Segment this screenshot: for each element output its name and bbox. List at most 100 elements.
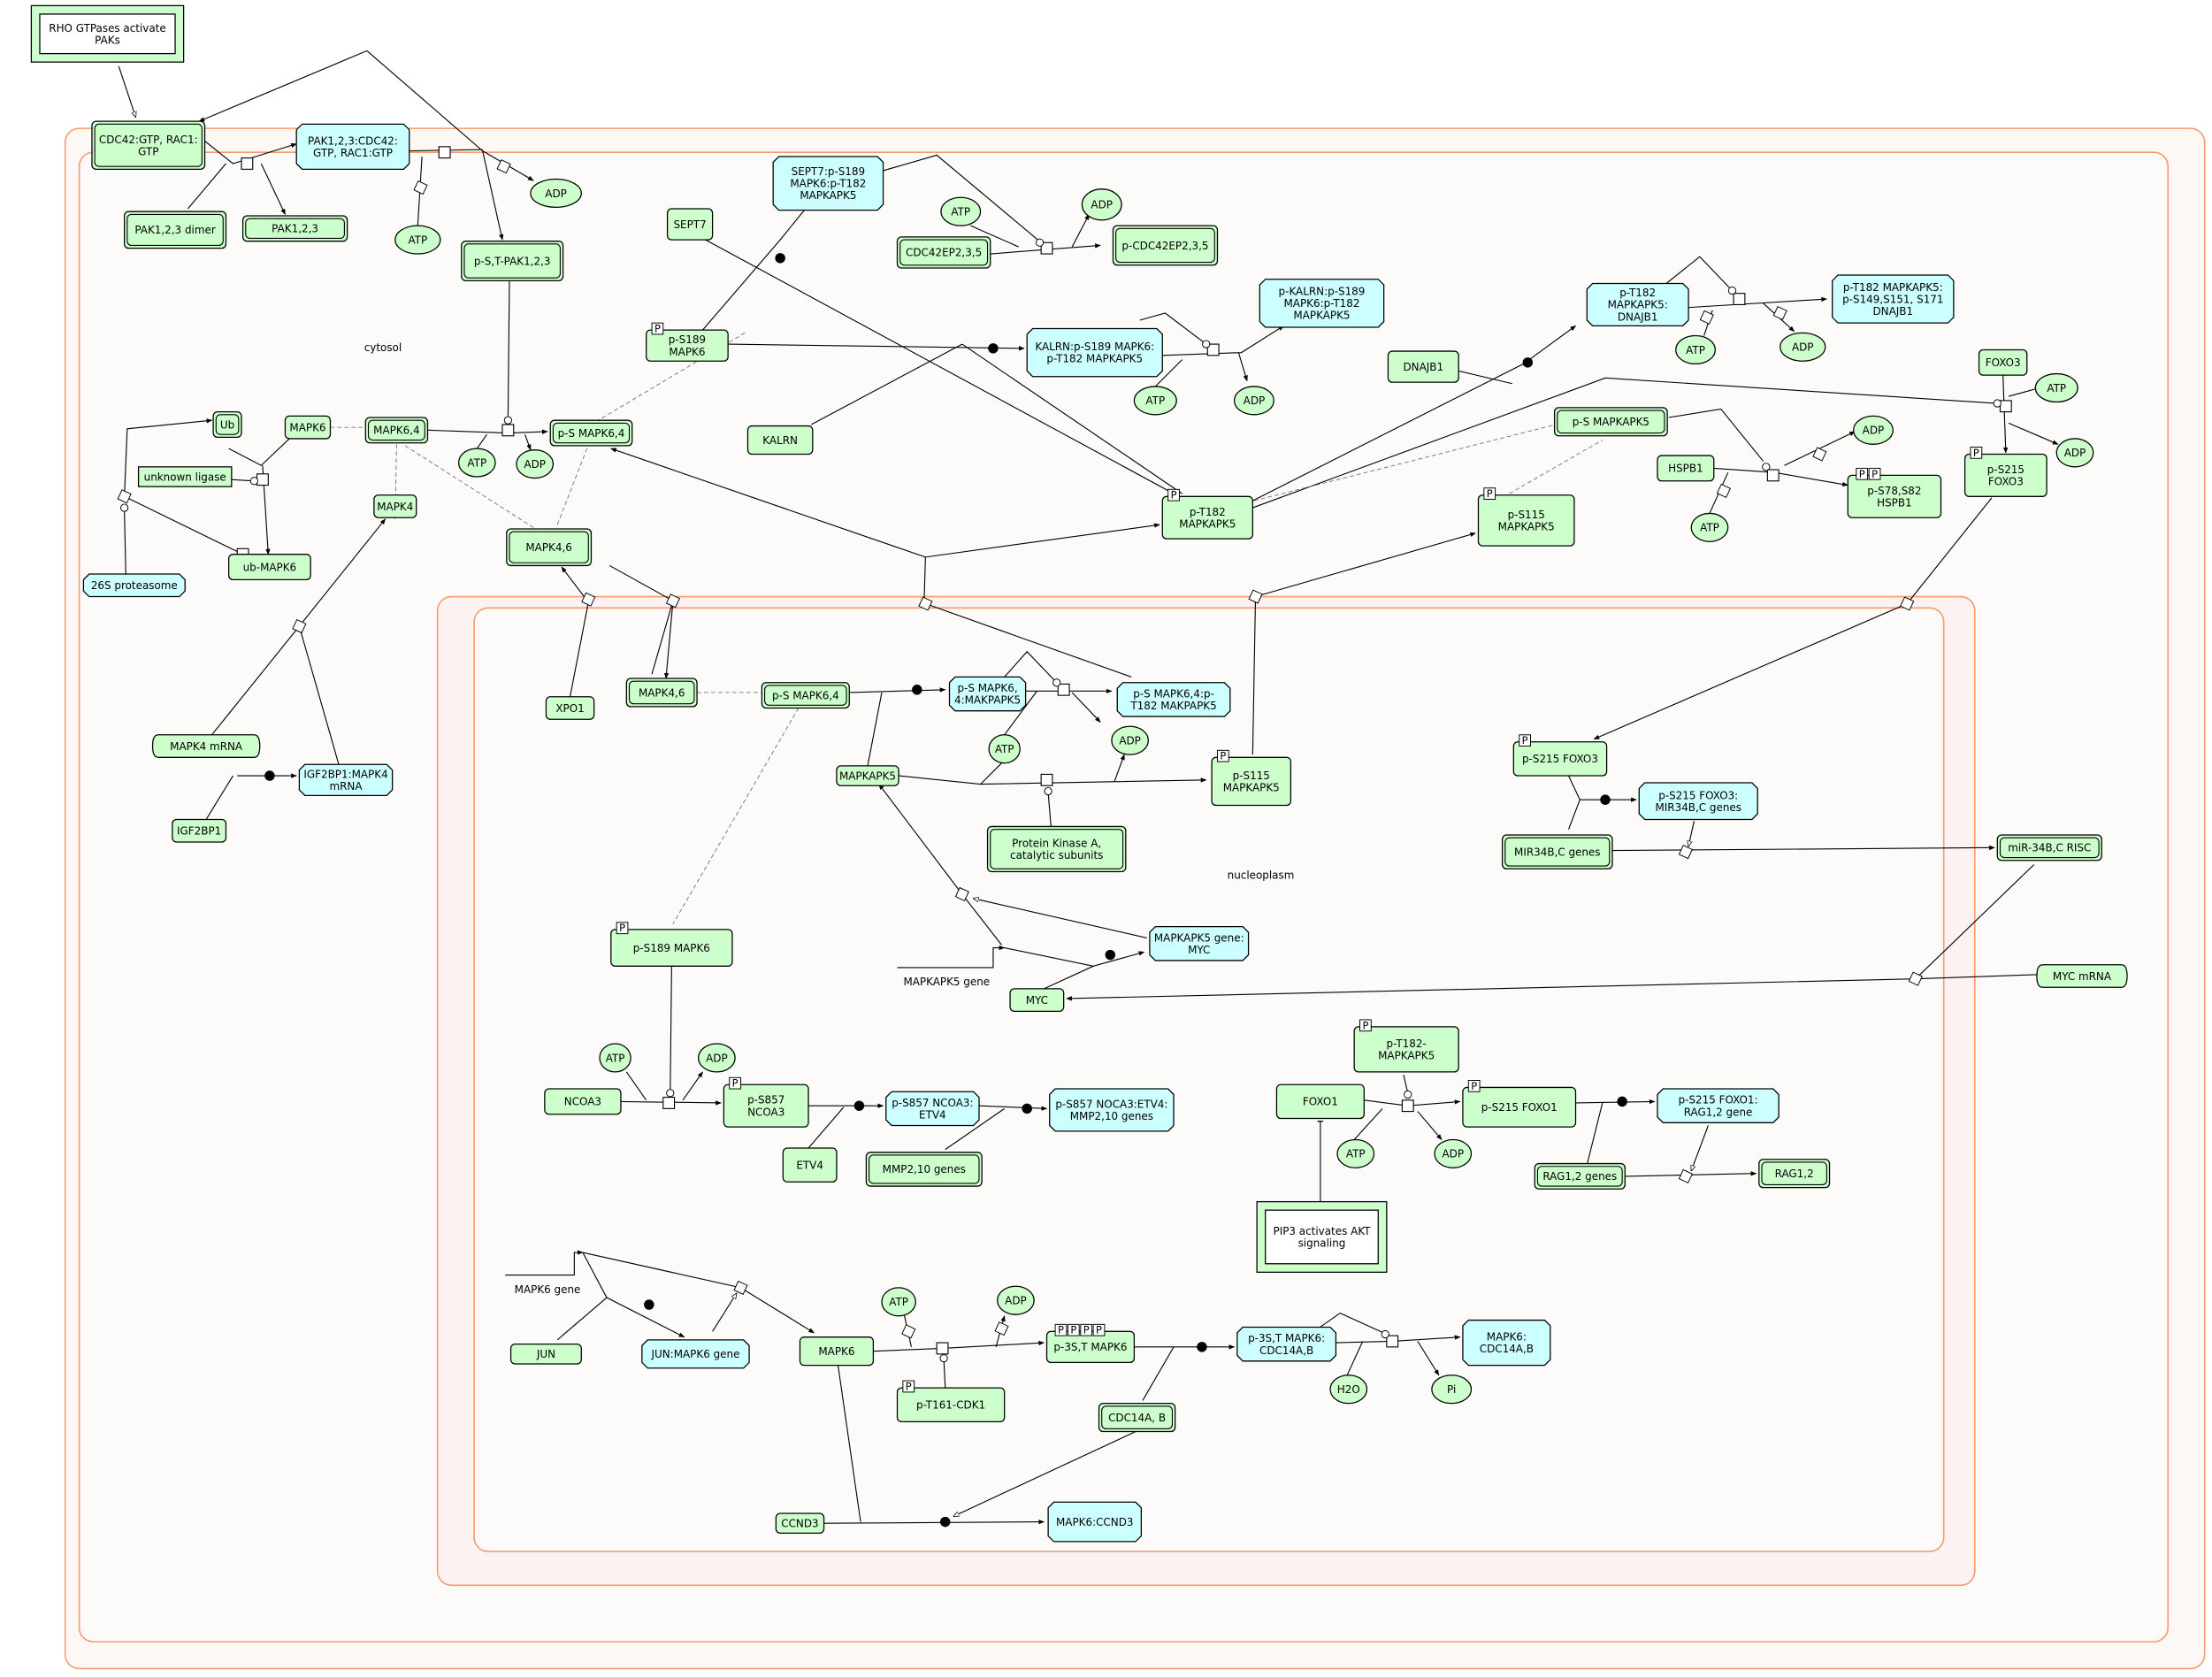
transition-node[interactable] (117, 489, 132, 504)
transition-node[interactable] (1716, 483, 1731, 498)
binding-reaction-node[interactable] (644, 1299, 654, 1310)
node-atp3[interactable]: ATP (1133, 386, 1177, 416)
node-myc-mrna[interactable]: MYC mRNA (2036, 964, 2128, 988)
node-adp6[interactable]: ADP (2055, 438, 2094, 468)
node-atp10[interactable]: ATP (1336, 1138, 1375, 1168)
node-atp8[interactable]: ATP (988, 734, 1021, 764)
transition-node[interactable] (918, 596, 933, 611)
binding-reaction-node[interactable] (1105, 949, 1116, 961)
node-ccnd3[interactable]: CCND3 (775, 1512, 825, 1534)
transition-node[interactable] (496, 159, 511, 174)
transition-node[interactable] (413, 180, 428, 195)
node-adp4[interactable]: ADP (516, 449, 555, 479)
node-mmp[interactable]: MMP2,10 genes (865, 1152, 983, 1187)
node-kalrn-cplx[interactable]: KALRN:p-S189 MAPK6:p-T182 MAPKAPK5 (1026, 327, 1163, 378)
node-rag12[interactable]: RAG1,2 (1758, 1159, 1831, 1189)
reaction-node[interactable] (662, 1097, 676, 1109)
node-ps189-mapk6-n[interactable]: Pp-S189 MAPK6 (610, 922, 733, 967)
reaction-node[interactable] (501, 424, 515, 437)
binding-reaction-node[interactable] (1522, 357, 1534, 368)
node-mapkapk5[interactable]: MAPKAPK5 (836, 765, 899, 786)
reaction-node[interactable] (1999, 400, 2012, 413)
reaction-node[interactable] (1057, 683, 1070, 696)
reaction-node[interactable] (438, 146, 451, 159)
node-ps215-foxo1[interactable]: Pp-S215 FOXO1 (1462, 1080, 1577, 1128)
node-cdc42ep[interactable]: CDC42EP2,3,5 (896, 236, 991, 269)
transition-node[interactable] (1678, 1168, 1693, 1183)
node-adp3[interactable]: ADP (1233, 386, 1274, 416)
reaction-node[interactable] (936, 1342, 949, 1355)
node-kalrn[interactable]: KALRN (746, 425, 814, 456)
binding-reaction-node[interactable] (939, 1516, 951, 1528)
reaction-node[interactable] (256, 473, 269, 486)
node-hspb1[interactable]: HSPB1 (1657, 455, 1715, 482)
node-p3st-cdc14[interactable]: p-3S,T MAPK6:CDC14A,B (1236, 1326, 1337, 1362)
node-adp7[interactable]: ADP (1853, 415, 1894, 445)
node-ps-mapk64[interactable]: p-S MAPK6,4 (549, 419, 633, 447)
transition-node[interactable] (1908, 971, 1923, 986)
binding-reaction-node[interactable] (853, 1100, 865, 1111)
node-ub-mapk6[interactable]: ub-MAPK6 (228, 554, 311, 581)
node-mapkapk5-gene[interactable]: MAPKAPK5 gene (903, 976, 990, 988)
node-atp7[interactable]: ATP (1690, 512, 1729, 542)
node-jun[interactable]: JUN (509, 1344, 582, 1365)
binding-reaction-node[interactable] (912, 685, 922, 695)
transition-node[interactable] (733, 1280, 748, 1295)
node-ps857-mmp[interactable]: p-S857 NOCA3:ETV4:MMP2,10 genes (1049, 1088, 1175, 1132)
node-pak-dimer[interactable]: PAK1,2,3 dimer (124, 211, 227, 249)
reaction-node[interactable] (1386, 1335, 1399, 1348)
reaction-node[interactable] (1206, 343, 1220, 356)
node-etv4[interactable]: ETV4 (782, 1147, 838, 1183)
node-adp10[interactable]: ADP (1434, 1138, 1473, 1168)
node-mapk4[interactable]: MAPK4 (373, 494, 417, 518)
node-pcdc42ep[interactable]: p-CDC42EP2,3,5 (1112, 225, 1219, 266)
binding-reaction-node[interactable] (1617, 1096, 1627, 1107)
node-atp1[interactable]: ATP (394, 225, 441, 255)
reaction-node[interactable] (1766, 469, 1780, 482)
node-xpo1[interactable]: XPO1 (545, 696, 595, 720)
node-atp2[interactable]: ATP (940, 196, 982, 226)
node-mapk6-cdc14[interactable]: MAPK6:CDC14A,B (1462, 1319, 1551, 1367)
transition-node[interactable] (994, 1321, 1009, 1336)
transition-node[interactable] (1812, 447, 1827, 462)
node-sept7[interactable]: SEPT7 (666, 208, 714, 241)
node-igf2bp1[interactable]: IGF2BP1 (172, 818, 227, 843)
node-pt161-cdk1[interactable]: Pp-T161-CDK1 (896, 1380, 1006, 1423)
node-mapk64[interactable]: MAPK6,4 (364, 417, 429, 444)
node-prot26s[interactable]: 26S proteasome (82, 573, 186, 598)
node-pt182-mk5-n[interactable]: Pp-T182-MAPKAPK5 (1353, 1019, 1459, 1073)
binding-reaction-node[interactable] (775, 253, 785, 264)
node-adp1[interactable]: ADP (530, 178, 582, 209)
node-atp6[interactable]: ATP (2034, 372, 2078, 403)
node-foxo1[interactable]: FOXO1 (1275, 1084, 1365, 1120)
transition-node[interactable] (1248, 589, 1263, 604)
node-pst-pak[interactable]: p-S,T-PAK1,2,3 (461, 241, 564, 281)
node-atp9[interactable]: ATP (599, 1043, 631, 1073)
compartment-nucleoplasm[interactable] (473, 607, 1945, 1552)
node-pi[interactable]: Pi (1431, 1375, 1473, 1405)
node-cdc42[interactable]: CDC42:GTP, RAC1:GTP (91, 120, 206, 170)
node-ub[interactable]: Ub (212, 410, 242, 438)
transition-node[interactable] (1678, 845, 1693, 860)
binding-reaction-node[interactable] (1022, 1103, 1032, 1114)
node-atp4[interactable]: ATP (457, 448, 496, 478)
node-ncoa3[interactable]: NCOA3 (544, 1088, 622, 1115)
node-rag-genes[interactable]: RAG1,2 genes (1534, 1162, 1626, 1190)
node-pak-cdc42[interactable]: PAK1,2,3:CDC42:GTP, RAC1:GTP (295, 123, 410, 170)
node-ps-mapk64-n[interactable]: p-S MAPK6,4 (761, 682, 850, 709)
node-h2o[interactable]: H2O (1329, 1375, 1368, 1405)
node-adp11[interactable]: ADP (997, 1285, 1035, 1315)
node-mapk46-n[interactable]: MAPK4,6 (625, 678, 698, 708)
node-dnajb1[interactable]: DNAJB1 (1387, 350, 1459, 383)
node-foxo3-mir34[interactable]: p-S215 FOXO3:MIR34B,C genes (1638, 782, 1758, 821)
node-mapk6-n[interactable]: MAPK6 (799, 1336, 875, 1367)
